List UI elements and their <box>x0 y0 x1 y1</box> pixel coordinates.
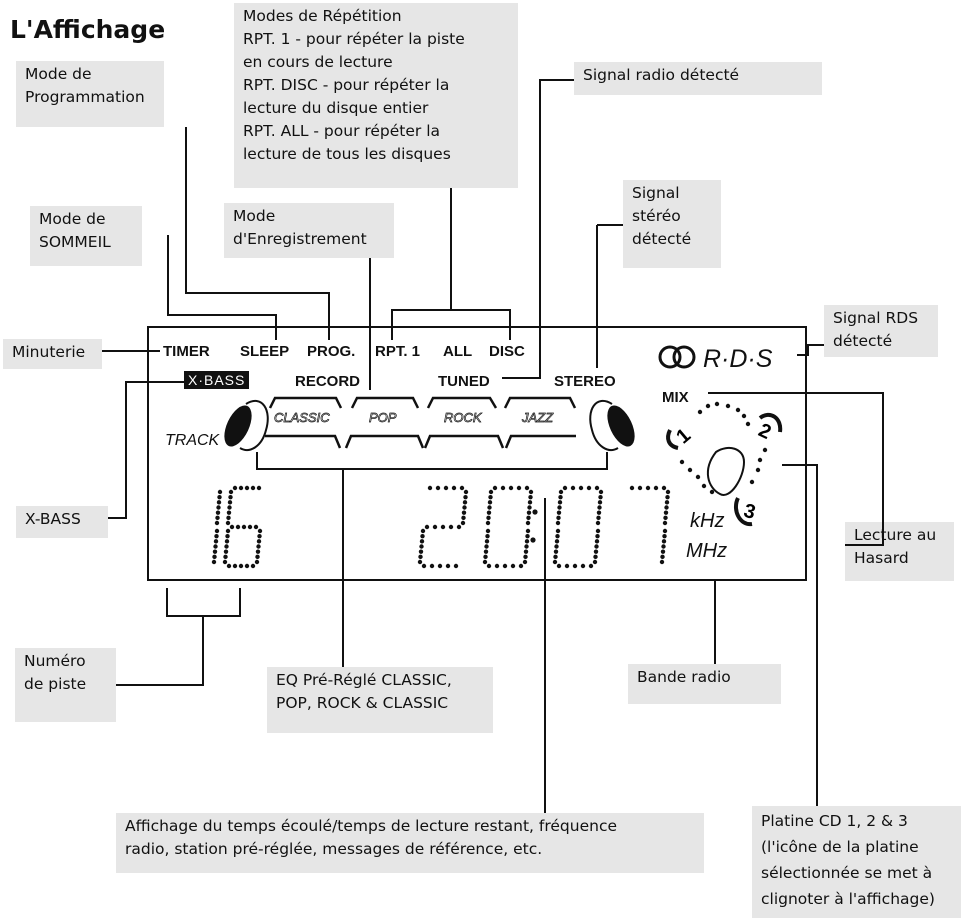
speaker-icons <box>224 400 635 451</box>
eq-label-jazz: JAZZ <box>522 410 554 426</box>
callout-eq-preset: EQ Pré-Réglé CLASSIC,POP, ROCK & CLASSIC <box>267 667 493 733</box>
leader-random <box>708 392 884 546</box>
lcd-rds-label: R·D·S <box>703 345 773 373</box>
track-digit-1 <box>211 489 223 565</box>
page-title: L'Affichage <box>10 15 166 44</box>
time-digit-5 <box>629 485 671 565</box>
lcd-stereo-indicator: STEREO <box>554 373 616 390</box>
time-colon <box>530 509 538 543</box>
speaker-right-cone-icon <box>589 400 619 451</box>
callout-time-display: Affichage du temps écoulé/temps de lectu… <box>116 813 704 873</box>
eq-top-pop <box>350 396 420 409</box>
eq-bottom-rock <box>423 434 505 449</box>
cd-tray-graphic: 1 2 3 <box>666 401 783 527</box>
leader-rds <box>797 344 824 356</box>
eq-bottom-classic <box>265 434 342 449</box>
leader-programming <box>185 127 330 340</box>
eq-bars <box>265 396 577 449</box>
leader-eq-bracket <box>256 452 608 470</box>
eq-bottom-jazz <box>504 434 576 449</box>
eq-top-rock <box>426 396 498 409</box>
leader-repeat <box>391 188 452 340</box>
leader-cd <box>782 464 818 806</box>
leader-xbass <box>108 381 184 519</box>
cd-number-3: 3 <box>741 500 757 524</box>
cd-arc-2-icon <box>758 412 783 433</box>
lcd-mhz-label: MHz <box>686 540 728 562</box>
leader-track <box>116 588 241 686</box>
lcd-khz-label: kHz <box>690 510 725 532</box>
rds-logo-icon <box>658 345 696 369</box>
cd-number-2: 2 <box>755 419 774 444</box>
cd-arc-3-icon <box>733 497 753 527</box>
lcd-record-indicator: RECORD <box>295 373 361 390</box>
callout-xbass: X-BASS <box>16 506 108 538</box>
lcd-tuned-indicator: TUNED <box>438 373 490 390</box>
leader-lines <box>102 79 884 813</box>
lcd-prog-indicator: PROG. <box>307 343 356 360</box>
eq-label-classic: CLASSIC <box>274 410 330 426</box>
cd-number-1: 1 <box>672 424 695 448</box>
leader-sleep <box>167 235 277 340</box>
cd-tray-dots <box>679 401 768 495</box>
eq-top-jazz <box>503 396 577 409</box>
speaker-left-cone-icon <box>239 400 269 451</box>
lcd-display-frame <box>147 326 807 581</box>
cd-tray-center-icon <box>706 446 746 496</box>
callout-radio-signal: Signal radio détecté <box>574 62 822 95</box>
lcd-track-label: TRACK <box>165 432 220 449</box>
leader-radio <box>502 79 574 379</box>
lcd-disc-indicator: DISC <box>489 343 525 360</box>
lcd-rpt1-indicator: RPT. 1 <box>375 343 421 360</box>
time-digit-4 <box>552 485 604 569</box>
time-digit-1 <box>417 485 469 569</box>
lcd-mix-indicator: MIX <box>662 389 689 406</box>
lcd-xbass-indicator: X·BASS <box>184 371 250 389</box>
cd-arc-1-icon <box>666 429 679 450</box>
leader-repeat-disc <box>451 309 511 340</box>
lcd-sleep-indicator: SLEEP <box>240 343 290 360</box>
callout-timer: Minuterie <box>3 339 102 369</box>
callout-cd-tray: Platine CD 1, 2 & 3(l'icône de la platin… <box>752 806 961 918</box>
time-digit-2 <box>482 485 534 569</box>
eq-label-pop: POP <box>369 410 397 426</box>
lcd-all-indicator: ALL <box>443 343 473 360</box>
track-digit-2 <box>222 485 263 569</box>
lcd-timer-indicator: TIMER <box>163 343 210 360</box>
eq-top-classic <box>268 396 343 409</box>
eq-bottom-pop <box>344 434 425 449</box>
lcd-digits <box>211 485 671 569</box>
eq-label-rock: ROCK <box>444 410 482 426</box>
speaker-right-icon <box>607 405 635 447</box>
callout-radio-band: Bande radio <box>628 664 781 704</box>
speaker-left-icon <box>224 405 252 447</box>
